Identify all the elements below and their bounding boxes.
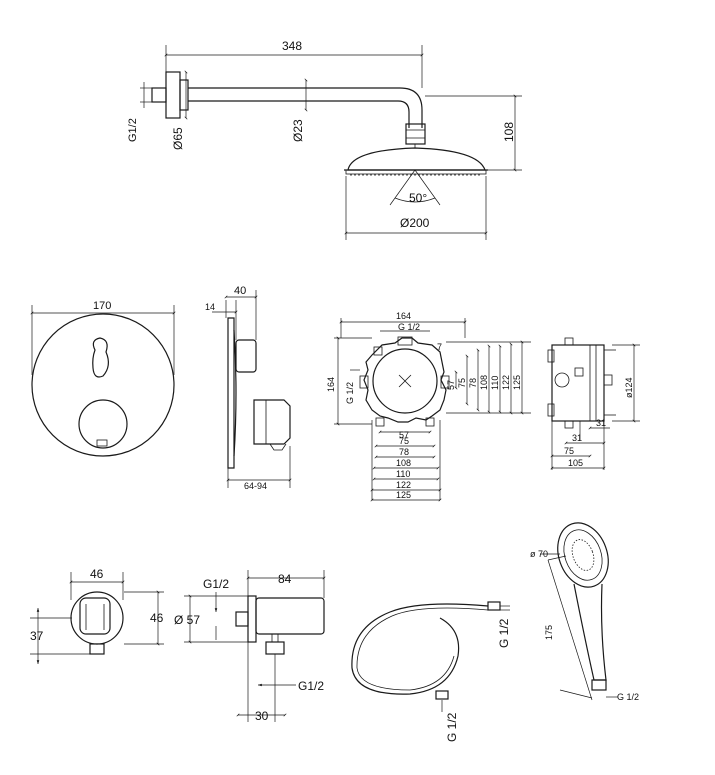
- hose-coil: [351, 603, 489, 695]
- hand-shower-thread-label: G 1/2: [617, 692, 639, 702]
- mixer-side-dim-31b: 31: [572, 433, 582, 443]
- diverter-side: [235, 339, 257, 373]
- shower-arm-assembly: 50° 348 G1/2 Ø65 Ø23 108 Ø200: [127, 39, 522, 240]
- trim-side-plate: [227, 317, 235, 469]
- outlet-front-disc: [70, 591, 124, 645]
- arm-thread-label: G1/2: [127, 118, 139, 142]
- mixer-bottom-dim-125: 125: [396, 490, 411, 500]
- outlet-side-thread: [235, 611, 249, 627]
- wall-outlet-side: G1/2 84 Ø 57 G1/2 30: [174, 570, 326, 723]
- mixer-bottom-dim-122: 122: [396, 480, 411, 490]
- mixer-width-label: 164: [396, 311, 411, 321]
- mixer-right-dim-78: 78: [468, 378, 478, 388]
- mixer-body-outline: [363, 337, 447, 423]
- trim-plate-disc: [31, 313, 175, 457]
- mixer-right-dim-108: 108: [479, 375, 489, 390]
- outlet-height-label: 46: [150, 611, 164, 625]
- outlet-side-nozzle: [265, 641, 285, 655]
- trim-plate-side: 40 14 64-94: [205, 285, 292, 491]
- trim-adjust-label: 64-94: [244, 481, 267, 491]
- hose-end-bottom: [435, 690, 449, 700]
- arm-wall-flange: [165, 71, 181, 119]
- mixer-right-dim-122: 122: [501, 375, 511, 390]
- arm-flange-collar: [179, 79, 189, 111]
- arm-pipe: [188, 87, 423, 128]
- mixer-body-front: 164 G 1/2 164 G 1/2 57 75 78 108 110 122…: [326, 311, 531, 502]
- outlet-width-label: 46: [90, 567, 104, 581]
- diverter-lever: [92, 337, 109, 378]
- arm-height-label: 108: [502, 122, 516, 142]
- arm-length-label: 348: [282, 39, 302, 53]
- trim-plate-front: 170: [30, 300, 176, 457]
- hand-shower-handle: [573, 583, 607, 681]
- hand-shower-head: [557, 522, 609, 588]
- mixer-core: [372, 348, 438, 414]
- outlet-length-label: 84: [278, 572, 292, 586]
- trim-width-label: 170: [93, 300, 111, 312]
- mixer-height-label: 164: [326, 377, 336, 392]
- outlet-dia-label: Ø 57: [174, 613, 200, 627]
- flange-dia-label: Ø65: [171, 127, 185, 150]
- hand-shower: ø 70 175 G 1/2: [530, 522, 639, 702]
- mixer-side-dia-label: ø124: [624, 377, 634, 398]
- shower-head: [347, 147, 486, 171]
- mixer-bottom-dim-75: 75: [399, 436, 409, 446]
- spray-angle-label: 50°: [409, 191, 427, 205]
- mixer-inlet-top-label: G 1/2: [398, 322, 420, 332]
- trim-depth-label: 40: [234, 285, 246, 297]
- trim-plate-depth-label: 14: [205, 302, 215, 312]
- hand-shower-thread: [591, 679, 607, 691]
- mixer-bottom-dims: 57 75 78 108 110 122 125: [370, 420, 442, 502]
- mixer-right-dim-75: 75: [457, 378, 467, 388]
- mixer-right-dim-110: 110: [490, 376, 500, 390]
- mixer-bottom-dim-57: 57: [399, 430, 409, 440]
- arm-ball-joint: [405, 123, 426, 145]
- outlet-offset-label: 37: [30, 629, 44, 643]
- outlet-side-body: [255, 597, 325, 635]
- outlet-side-plate: [247, 595, 257, 643]
- hand-shower-length-label: 175: [544, 625, 554, 640]
- mixer-right-dim-57: 57: [446, 380, 456, 390]
- pipe-dia-label: Ø23: [291, 119, 305, 142]
- mixer-bottom-dim-110: 110: [396, 469, 410, 479]
- mixer-side-dim-105: 105: [568, 458, 583, 468]
- shower-hose: G 1/2 G 1/2: [351, 601, 511, 742]
- outlet-offset-side-label: 30: [255, 709, 269, 723]
- outlet-thread-bottom-label: G1/2: [298, 679, 324, 693]
- mixer-body-side: ø124 31 31 75 105: [547, 337, 640, 470]
- outlet-thread-top-label: G1/2: [203, 577, 229, 591]
- mixer-side-dim-75: 75: [564, 446, 574, 456]
- head-dia-label: Ø200: [400, 216, 430, 230]
- mixer-right-dim-125: 125: [512, 375, 522, 390]
- thermostat-knob: [78, 399, 128, 449]
- arm-thread-stub: [151, 87, 167, 103]
- outlet-front-connector: [89, 643, 105, 655]
- hose-thread-bottom-label: G 1/2: [445, 712, 459, 742]
- mixer-side-dim-31a: 31: [596, 418, 606, 428]
- knob-side: [253, 399, 291, 445]
- wall-outlet-front: 46 46 37: [30, 567, 164, 664]
- mixer-offset-label: 7: [437, 342, 442, 352]
- hose-thread-top-label: G 1/2: [497, 618, 511, 648]
- hand-shower-dia-label: ø 70: [530, 549, 548, 559]
- mixer-inlet-side-label: G 1/2: [345, 382, 355, 404]
- mixer-right-dims: 57 75 78 108 110 122 125 7: [437, 340, 531, 415]
- mixer-bottom-dim-78: 78: [399, 447, 409, 457]
- mixer-bottom-dim-108: 108: [396, 458, 411, 468]
- hose-end-top: [487, 601, 501, 611]
